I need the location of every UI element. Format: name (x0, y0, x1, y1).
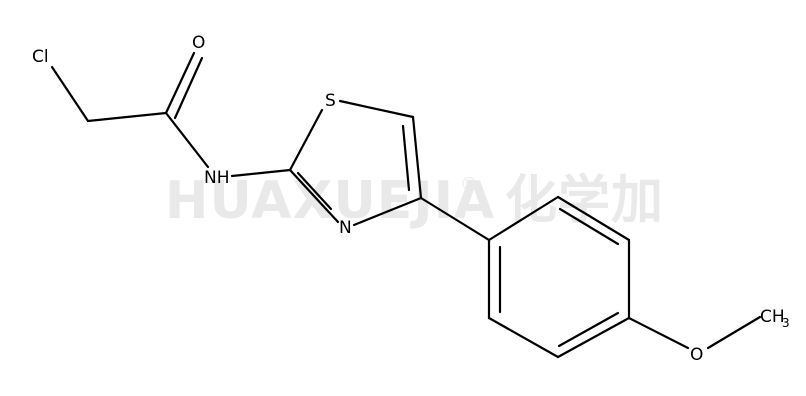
atom-labels: Cl O NH S N O CH 3 (32, 33, 790, 365)
bond-ch2-carbonyl (86, 111, 168, 123)
watermark-brand: HUAXUEJIA (165, 171, 495, 231)
bond-n3-c2-1 (288, 168, 340, 224)
bond-n3-c2-2 (296, 171, 333, 211)
watermark-registered-mark: ® (460, 174, 478, 195)
bond-ring-1-2 (487, 195, 560, 242)
atom-amide-nh: NH (204, 168, 230, 188)
bond-o-ch3 (706, 315, 762, 350)
bond-ring-4-5 (556, 316, 631, 359)
bond-ring-o (627, 316, 690, 350)
bond-c5-c4-1 (411, 115, 423, 200)
bond-nh-c2 (230, 168, 292, 178)
bond-c2-s (288, 108, 324, 172)
bond-c4-phenyl (419, 196, 491, 242)
watermark-chinese: 化学加 (505, 171, 664, 231)
bond-s-c5 (338, 99, 415, 119)
bond-ring-4-5-inner (557, 311, 620, 348)
bond-ring-5-6 (487, 316, 560, 359)
bond-carbonyl-o-2 (173, 56, 204, 120)
bonds (50, 51, 762, 359)
atom-ether-oxygen: O (690, 345, 703, 365)
atom-carbonyl-oxygen: O (192, 33, 205, 53)
bond-c4-n3 (352, 196, 423, 227)
bond-carbonyl-o-1 (164, 51, 196, 115)
bond-carbonyl-nh (164, 111, 210, 169)
bond-ring-2-3-inner (558, 207, 620, 246)
atom-methyl-subscript: 3 (782, 316, 790, 330)
bond-ring-2-3 (556, 195, 631, 242)
atom-sulfur: S (325, 91, 336, 111)
bond-c5-c4-2 (401, 124, 411, 192)
bond-cl-ch2 (50, 65, 90, 123)
atom-methyl: CH (760, 307, 785, 327)
atom-thiazole-nitrogen: N (339, 218, 352, 238)
watermark: HUAXUEJIA ® 化学加 (165, 171, 664, 231)
atom-chlorine: Cl (32, 47, 49, 67)
